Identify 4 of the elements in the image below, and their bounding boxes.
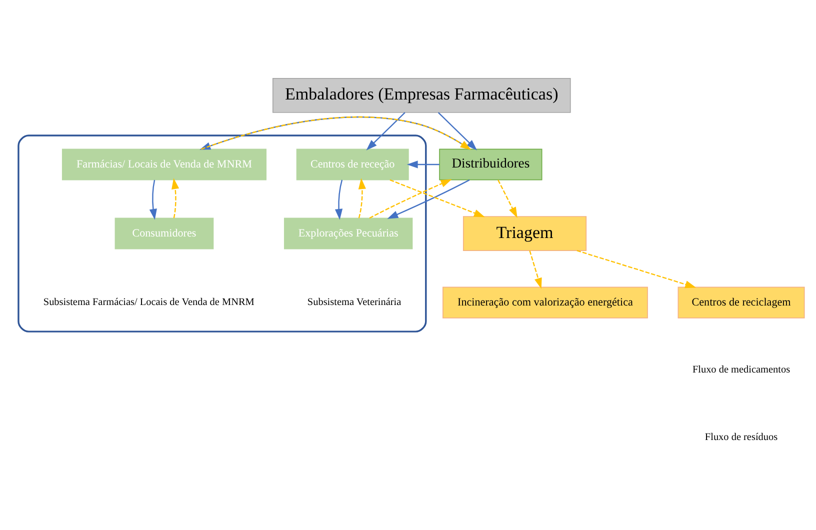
label: Subsistema Farmácias/ Locais de Venda de MNRM <box>43 296 254 308</box>
label: Subsistema Veterinária <box>307 296 402 308</box>
legend-label: Fluxo de resíduos <box>704 431 778 442</box>
legend-label: Fluxo de medicamentos <box>692 364 790 376</box>
